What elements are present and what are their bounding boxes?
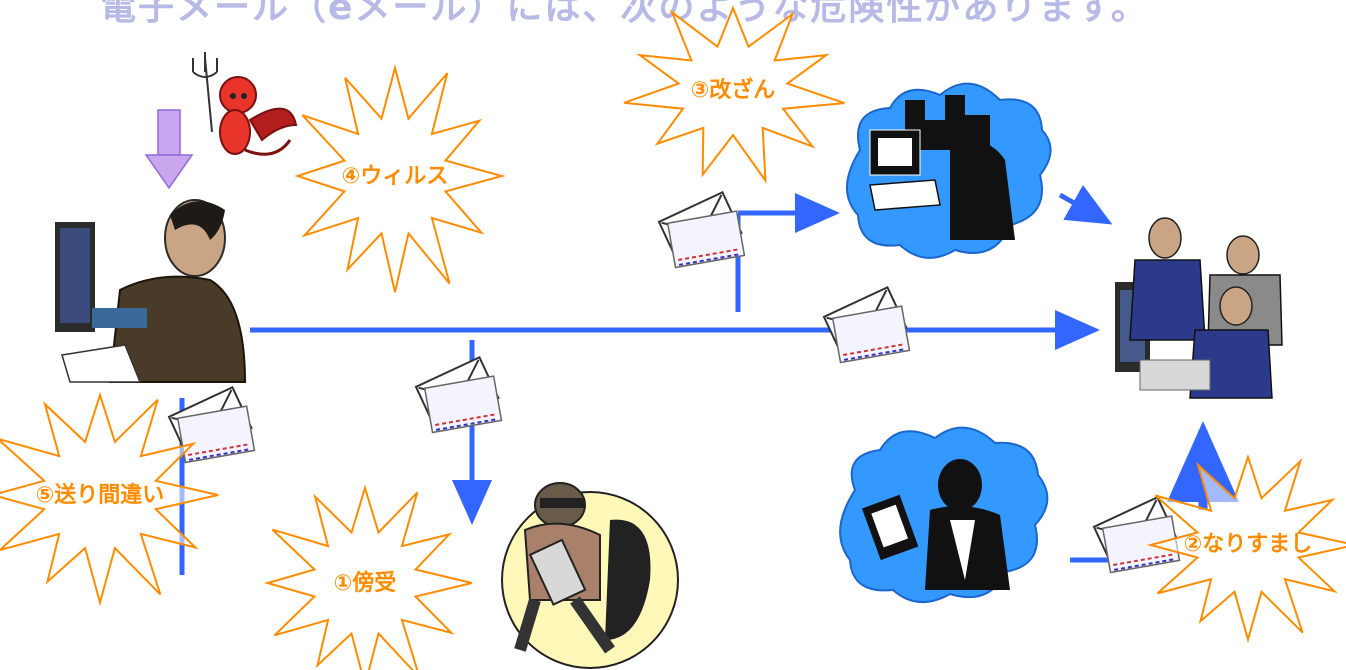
virus-arrow xyxy=(146,110,192,188)
envelope-icon xyxy=(824,287,909,362)
spoofer-cloud-icon xyxy=(840,428,1047,602)
risk-label-misdelivery: ⑤送り間違い xyxy=(36,482,165,508)
burst-risk4: ④ウィルス xyxy=(298,68,502,292)
tamperer-cloud-icon xyxy=(847,84,1051,258)
envelope-icon xyxy=(416,357,501,432)
devil-icon xyxy=(193,52,296,154)
risk-label-tampering: ③改ざん xyxy=(691,77,776,103)
burst-risk2: ②なりすまし xyxy=(1151,457,1346,640)
recipient-team-icon xyxy=(1112,218,1288,400)
risk-label-virus: ④ウィルス xyxy=(342,164,449,189)
envelope-icon xyxy=(659,192,744,267)
risk-label-interception: ①傍受 xyxy=(334,570,397,596)
tamper-to-recipient xyxy=(1060,195,1108,222)
burst-risk1: ①傍受 xyxy=(268,488,472,670)
risk-label-spoofing: ②なりすまし xyxy=(1184,532,1313,557)
thief-icon xyxy=(502,483,678,668)
burst-risk3: ③改ざん xyxy=(624,8,844,181)
sender-office-worker-icon xyxy=(52,192,250,382)
